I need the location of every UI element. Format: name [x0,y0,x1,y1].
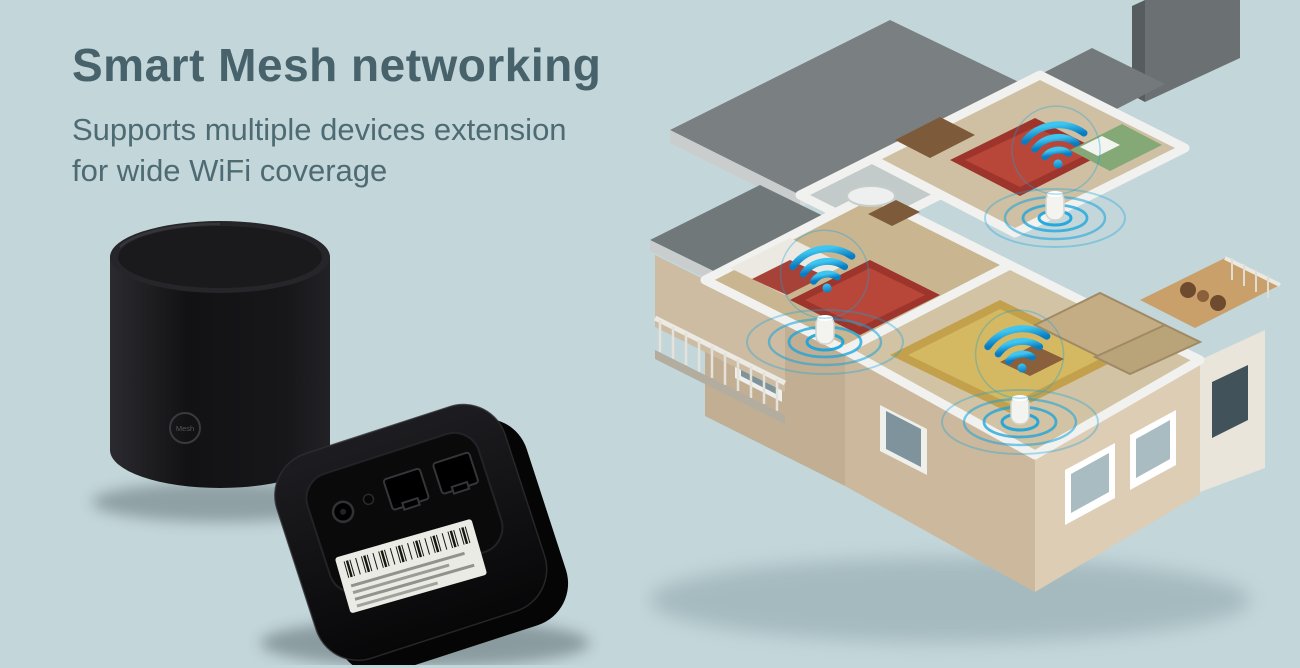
mesh-node-3 [941,309,1099,455]
bathtub [846,185,896,207]
power-port [331,500,355,524]
chair [1210,295,1226,311]
wan-port [432,451,479,495]
house-cutaway-illustration [650,0,1281,642]
subtitle-line-2: for wide WiFi coverage [72,152,388,188]
mesh-router-front: Mesh [110,221,330,488]
page-subtitle: Supports multiple devices extension for … [72,110,692,192]
barcode-sticker [335,519,487,613]
bed-green [1070,124,1162,171]
wifi-signal-icon [779,229,870,319]
chair [1180,282,1196,298]
terrace [1140,256,1281,328]
nightstand [868,200,920,226]
mesh-node-1 [746,229,904,375]
barcode-lines [343,526,471,578]
subtitle-line-1: Supports multiple devices extension [72,112,567,147]
balcony-railing [658,320,779,411]
wifi-signal-icon [1011,105,1101,195]
house-shadow [650,558,1250,642]
mesh-node-device [1010,395,1030,425]
wifi-signal-icon [974,309,1065,399]
lan-port [382,467,430,511]
mesh-logo: Mesh [169,412,201,444]
mesh-router-devices-photo: Mesh [92,221,590,665]
wing-window [1212,365,1248,438]
window [880,405,927,475]
mesh-node-device [815,315,835,345]
svg-text:Mesh: Mesh [176,424,194,433]
balcony [653,255,787,424]
headline-block: Smart Mesh networking Supports multiple … [72,38,692,192]
window [1130,410,1176,490]
wifi-ripples [941,389,1099,455]
mesh-router-rear [274,403,569,665]
mesh-node-2 [984,105,1126,248]
terrace-railing [1231,258,1269,298]
wardrobe [895,117,975,158]
page-title: Smart Mesh networking [72,39,602,91]
window [1065,443,1115,525]
furnishings [730,117,1203,413]
table [1197,290,1209,302]
mesh-node-device [1045,191,1065,221]
reset-button [362,493,375,506]
